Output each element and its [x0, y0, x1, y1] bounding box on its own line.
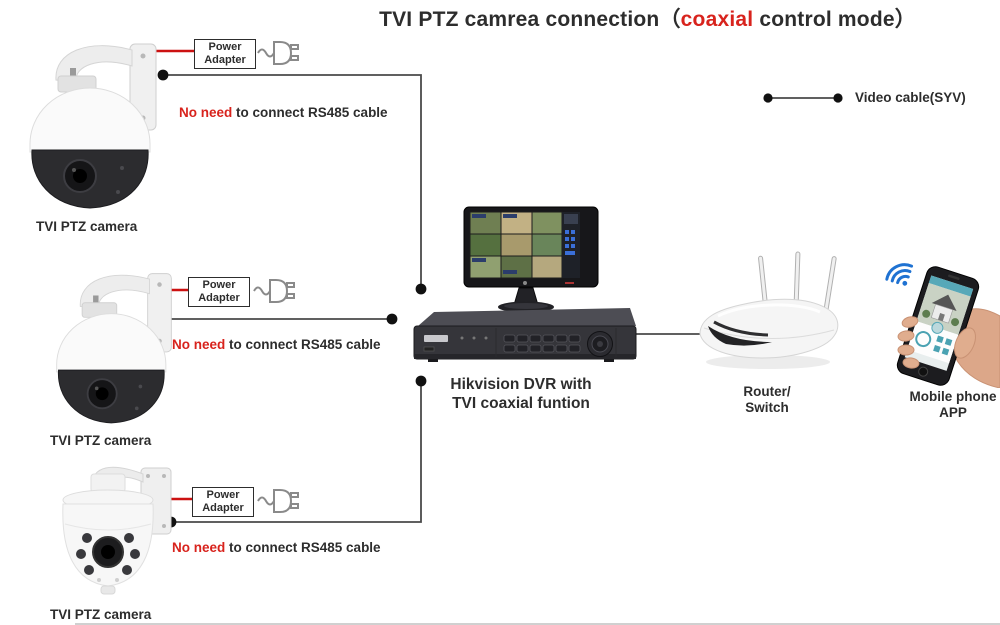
rs485-note-1: No need to connect RS485 cable — [179, 105, 388, 120]
camera-3-label: TVI PTZ camera — [50, 607, 152, 622]
ptz-camera-3-icon — [62, 466, 172, 595]
dvr-brand-logo — [424, 335, 448, 342]
mobile-phone-label: Mobile phone APP — [893, 389, 1000, 421]
mobile-phone-label-line2: APP — [939, 405, 967, 421]
rs485-note-2: No need to connect RS485 cable — [172, 337, 381, 352]
power-adapter-1-box: Power Adapter — [194, 39, 256, 70]
camera-2-label: TVI PTZ camera — [50, 433, 152, 448]
monitor-menu-buttons — [565, 230, 575, 255]
router-label: Router/ Switch — [717, 384, 817, 416]
camera-name-tags — [472, 214, 517, 274]
monitor-screen-grid — [469, 211, 563, 279]
power-plug-3-icon — [257, 489, 299, 513]
router-label-line2: Switch — [745, 400, 789, 416]
rs485-note-2-rest: to connect RS485 cable — [225, 337, 381, 352]
rs485-note-3-highlight: No need — [172, 540, 226, 555]
power-adapter-3-line1: Power — [206, 489, 240, 501]
app-buttons — [933, 335, 953, 356]
power-plug-1-icon — [257, 41, 299, 65]
power-adapter-1-line2: Adapter — [204, 54, 246, 67]
wifi-icon — [885, 263, 914, 286]
rs485-note-3-rest: to connect RS485 cable — [225, 540, 381, 555]
dvr-caption: Hikvision DVR with TVI coaxial funtion — [428, 375, 614, 414]
dvr-usb-port — [423, 346, 435, 352]
app-gear-icon — [915, 331, 932, 348]
legend-video-cable-label: Video cable(SYV) — [855, 90, 966, 105]
rs485-note-3: No need to connect RS485 cable — [172, 540, 381, 555]
rs485-note-1-highlight: No need — [179, 105, 233, 120]
router-label-line1: Router/ — [743, 384, 791, 399]
dvr-buttons — [503, 334, 581, 353]
title-text-after: control mode） — [753, 8, 916, 31]
rs485-note-2-highlight: No need — [172, 337, 226, 352]
mobile-phone-icon — [885, 263, 1000, 388]
monitor-logo — [523, 281, 527, 285]
power-adapter-2-line2: Adapter — [198, 292, 240, 305]
power-adapter-3-line2: Adapter — [202, 502, 244, 515]
hand-thumb — [954, 327, 976, 359]
page-title: TVI PTZ camrea connection（coaxial contro… — [340, 3, 955, 33]
monitor-icon — [463, 206, 599, 313]
ptz-camera-2-icon — [56, 273, 172, 424]
camera-1-label: TVI PTZ camera — [36, 219, 138, 234]
router-icon — [699, 251, 839, 369]
rs485-note-1-rest: to connect RS485 cable — [232, 105, 388, 120]
home-button — [918, 366, 929, 377]
dvr-caption-line2: TVI coaxial funtion — [452, 395, 590, 413]
title-highlight: coaxial — [680, 8, 754, 31]
phone-body — [896, 266, 980, 386]
router-vent-grille — [708, 326, 772, 346]
mobile-phone-label-line1: Mobile phone — [909, 389, 997, 404]
dvr-icon — [413, 308, 637, 362]
power-plug-2-icon — [253, 279, 295, 303]
ptz-camera-1-icon — [29, 43, 157, 209]
power-adapter-2-line1: Power — [202, 279, 236, 291]
hand-fingers — [897, 316, 976, 369]
power-adapter-3-box: Power Adapter — [192, 487, 254, 518]
title-text: TVI PTZ camrea connection（ — [379, 8, 681, 31]
power-adapter-1-line1: Power — [208, 41, 242, 53]
power-adapter-2-box: Power Adapter — [188, 277, 250, 308]
ir-leds — [76, 533, 140, 575]
dvr-caption-line1: Hikvision DVR with — [450, 376, 592, 393]
